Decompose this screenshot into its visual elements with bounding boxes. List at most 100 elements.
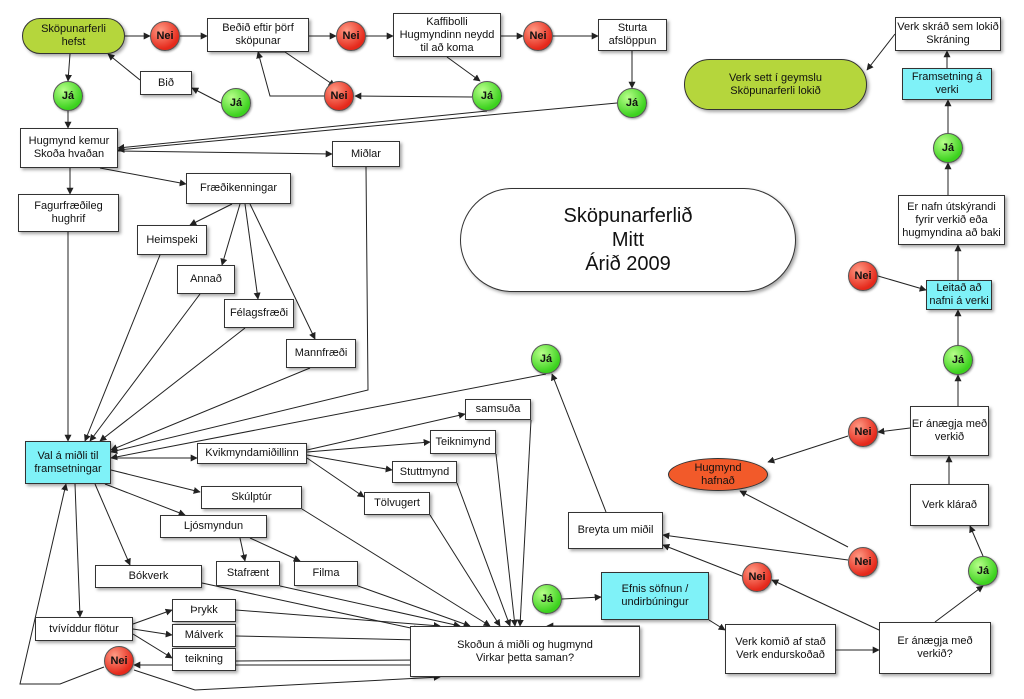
node-felags: Félagsfræði: [224, 299, 294, 328]
node-bokverk: Bókverk: [95, 565, 202, 588]
decision-ja-8: Já: [943, 345, 973, 375]
node-samsuda: samsuða: [465, 399, 531, 420]
node-kaffi: Kaffibolli Hugmyndinn neydd til að koma: [393, 13, 501, 57]
node-leitad: Leitað að nafni á verki: [926, 280, 992, 310]
connector-arrow: [99, 327, 246, 442]
node-efnis: Efnis söfnun / undirbúningur: [601, 572, 709, 620]
decision-ja-5: Já: [531, 344, 561, 374]
connector-arrow: [110, 367, 311, 451]
node-ljosmyndun: Ljósmyndun: [160, 515, 267, 538]
node-hafnad: Hugmynd hafnað: [668, 458, 768, 491]
connector-arrow: [110, 166, 369, 454]
connector-arrow: [99, 167, 187, 187]
connector-arrow: [244, 203, 261, 300]
diagram-title: Sköpunarferlið Mitt Árið 2009: [460, 188, 796, 292]
connector-arrow: [495, 453, 518, 627]
node-tvivid: tvívíddur flötur: [35, 617, 133, 641]
connector-arrow: [708, 619, 726, 631]
connector-arrow: [19, 483, 105, 685]
connector-arrow: [662, 532, 849, 561]
connector-arrow: [132, 608, 173, 625]
decision-nei-3: Nei: [523, 21, 553, 51]
node-kvik: Kvikmyndamiðillinn: [197, 443, 307, 464]
connector-arrow: [117, 150, 333, 158]
connector-arrow: [117, 102, 618, 153]
decision-nei-4: Nei: [324, 81, 354, 111]
connector-arrow: [64, 53, 72, 82]
connector-arrow: [117, 110, 488, 151]
decision-ja-6: Já: [532, 584, 562, 614]
decision-nei-6: Nei: [742, 562, 772, 592]
connector-arrow: [357, 585, 471, 628]
node-skulptur: Skúlptúr: [201, 486, 302, 509]
connector-arrow: [446, 56, 481, 82]
connector-arrow: [191, 87, 222, 104]
decision-ja-4: Já: [617, 88, 647, 118]
connector-arrow: [306, 454, 393, 473]
node-malverk: Málverk: [172, 624, 236, 647]
connector-arrow: [189, 203, 233, 226]
connector-arrow: [429, 514, 501, 627]
node-anaegja1: Er ánægja með verkið?: [879, 622, 991, 674]
connector-arrow: [934, 585, 984, 623]
node-geymsla: Verk sett í geymslu Sköpunarferli lokið: [684, 59, 867, 110]
connector-arrow: [74, 483, 84, 618]
node-fraedi: Fræðikenningar: [186, 173, 291, 204]
connector-arrow: [301, 508, 491, 627]
connector-arrow: [866, 33, 896, 71]
node-filma: Filma: [294, 561, 358, 586]
connector-arrows: [19, 32, 984, 691]
connector-arrow: [551, 373, 607, 513]
node-verk-klarad: Verk klárað: [910, 484, 989, 526]
node-breyta: Breyta um miðil: [568, 512, 663, 549]
connector-arrow: [771, 579, 880, 631]
connector-arrow: [767, 435, 849, 464]
connector-arrow: [235, 609, 441, 629]
decision-nei-9: Nei: [848, 261, 878, 291]
connector-arrow: [739, 490, 849, 548]
node-nafn: Er nafn útskýrandi fyrir verkið eða hugm…: [898, 195, 1005, 245]
connector-arrow: [877, 427, 911, 435]
decision-nei-1: Nei: [150, 21, 180, 51]
node-thrykk: Þrykk: [172, 599, 236, 622]
connector-arrow: [110, 469, 201, 494]
connector-arrow: [256, 51, 324, 97]
node-val: Val á miðli til framsetningar: [25, 441, 111, 484]
connector-arrow: [969, 525, 984, 557]
decision-ja-1: Já: [53, 81, 83, 111]
connector-arrow: [354, 92, 473, 100]
node-annad: Annað: [177, 265, 235, 294]
decision-nei-8: Nei: [848, 417, 878, 447]
connector-arrow: [107, 53, 141, 81]
decision-nei-5: Nei: [104, 646, 134, 676]
connector-arrow: [235, 656, 421, 664]
node-midlar: Miðlar: [332, 141, 400, 167]
node-bedid: Beðið eftir þörf sköpunar: [207, 18, 309, 52]
connector-arrow: [94, 483, 131, 566]
connector-arrow: [249, 203, 316, 340]
node-skrad: Verk skráð sem lokið Skráning: [895, 17, 1001, 51]
connector-arrow: [306, 439, 431, 453]
node-teikning: teikning: [172, 648, 236, 671]
connector-arrow: [561, 593, 602, 601]
connector-arrow: [132, 628, 173, 638]
connector-arrow: [89, 293, 201, 442]
node-heimspeki: Heimspeki: [137, 225, 207, 255]
decision-nei-2: Nei: [336, 21, 366, 51]
connector-arrow: [516, 419, 532, 627]
connector-arrow: [456, 482, 512, 627]
connector-arrow: [306, 457, 365, 498]
node-start: Sköpunarferli hefst: [22, 18, 125, 54]
connector-arrow: [877, 275, 927, 292]
connector-arrow: [110, 373, 547, 461]
decision-nei-7: Nei: [848, 547, 878, 577]
connector-arrow: [306, 411, 466, 451]
connector-arrow: [249, 537, 301, 562]
connector-arrow: [662, 544, 743, 577]
node-tolvugert: Tölvugert: [364, 492, 430, 515]
node-stuttmynd: Stuttmynd: [392, 461, 457, 483]
connector-arrow: [279, 585, 461, 629]
connector-arrow: [84, 254, 161, 442]
node-teiknimynd: Teiknimynd: [430, 430, 496, 454]
